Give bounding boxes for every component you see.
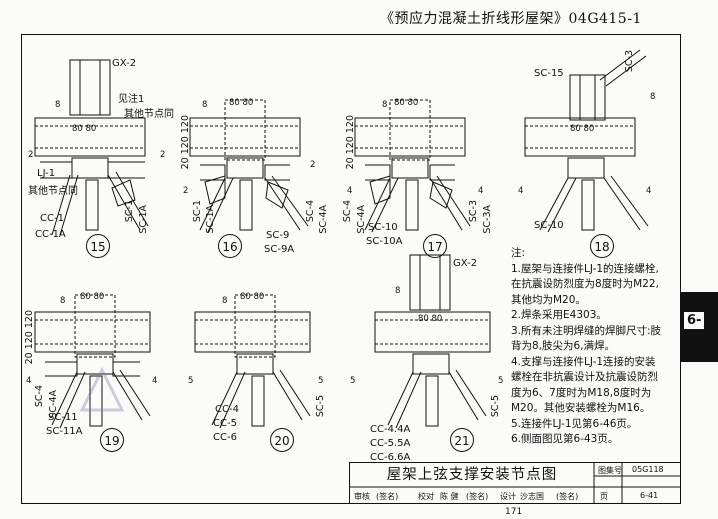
detail-15-number: 15	[86, 234, 110, 258]
note-line: 1.屋架与连接件LJ-1的连接螺栓,	[511, 262, 659, 275]
d16-label-sc9a: SC-9A	[264, 244, 295, 255]
note-line: 2.焊条采用E4303。	[511, 309, 607, 321]
d21-label-cc6: CC-6.6A	[370, 452, 411, 463]
detail-16-drawing	[189, 99, 309, 233]
d15-label-cc1: CC-1	[40, 213, 64, 224]
detail-16-number: 16	[218, 234, 242, 258]
drawing-title: 屋架上弦支撑安装节点图	[386, 467, 558, 483]
note-line: 背为8,肢尖为6,满焊。	[511, 340, 616, 352]
d21-label-gx2: GX-2	[453, 258, 478, 269]
note-line: 5.连接件LJ-1见第6-46页。	[511, 417, 638, 430]
d21-label-80-80: 80 80	[418, 314, 443, 324]
d17-label-sc10: SC-10	[368, 222, 398, 233]
note-line: M20。其他安装螺栓为M16。	[511, 402, 651, 414]
detail-15-drawing	[34, 59, 149, 236]
d19-label-4a: 4	[26, 376, 32, 386]
note-line: 螺栓在非抗震设计及抗震设防烈	[511, 371, 658, 383]
review-label: 审核	[354, 492, 370, 501]
check-label: 校对	[418, 492, 434, 501]
atlas-number-value: 05G118	[632, 465, 664, 474]
atlas-number-label: 图集号	[598, 466, 622, 475]
d17-label-sc10a: SC-10A	[366, 236, 403, 247]
note-line: 4.支撑与连接件LJ-1连接的安装	[511, 355, 656, 368]
d19-label-80-80: 80 80	[80, 292, 105, 302]
detail-20-drawing	[194, 294, 311, 429]
d15-label-other-node: 其他节点同	[124, 109, 174, 120]
notes-heading: 注:	[511, 247, 526, 259]
d20-label-cc6: CC-6	[213, 432, 237, 443]
reviewer-signature: (签名)	[376, 492, 399, 501]
d15-label-2a: 2	[28, 150, 34, 160]
note-line: 在抗震设防烈度为8度时为M22,	[511, 278, 659, 290]
detail-18-drawing	[524, 49, 649, 233]
d15-label-2b: 2	[160, 150, 166, 160]
d20-label-80-80: 80 80	[240, 292, 265, 302]
d15-label-cc1a: CC-1A	[35, 229, 66, 240]
drawing-frame	[21, 34, 681, 504]
d18-label-8: 8	[650, 92, 656, 102]
checker-signature: (签名)	[466, 492, 489, 501]
d21-label-5a: 5	[350, 376, 356, 386]
note-line: 其他均为M20。	[511, 293, 586, 306]
note-line: 3.所有未注明焊缝的焊脚尺寸:肢	[511, 324, 662, 337]
d17-label-4a: 4	[347, 186, 353, 196]
d15-label-gx2: GX-2	[112, 58, 137, 69]
d20-label-cc4: CC-4	[215, 404, 239, 415]
d19-label-sc11: SC-11	[48, 412, 78, 423]
designer-name: 沙志国	[520, 492, 544, 501]
atlas-header-title: 《预应力混凝土折线形屋架》04G415-1	[380, 11, 642, 27]
d16-label-2a: 2	[183, 186, 189, 196]
page-number: 171	[505, 507, 523, 517]
note-line: 度为6、7度时为M18,8度时为	[511, 386, 652, 399]
d18-label-4a: 4	[518, 186, 524, 196]
d15-label-note1: 见注1	[118, 94, 145, 105]
d20-label-5a: 5	[188, 376, 194, 386]
detail-19-number: 19	[100, 428, 124, 452]
d15-label-80-80: 80 80	[72, 124, 97, 134]
designer-signature: (签名)	[556, 492, 579, 501]
d16-label-sc9: SC-9	[266, 230, 290, 241]
d17-label-4b: 4	[478, 186, 484, 196]
d15-label-8: 8	[55, 100, 61, 110]
checker-name: 陈 健	[440, 492, 459, 501]
detail-19-drawing	[34, 294, 151, 429]
d21-label-8: 8	[395, 286, 401, 296]
d17-label-80-80: 80 80	[394, 98, 419, 108]
detail-18-number: 18	[590, 234, 614, 258]
d18-label-4b: 4	[646, 186, 652, 196]
page-value: 6-41	[640, 491, 659, 500]
d18-label-80-80: 80 80	[570, 124, 595, 134]
d16-label-80-80: 80 80	[229, 98, 254, 108]
d16-label-8: 8	[202, 100, 208, 110]
detail-17-drawing	[354, 99, 471, 233]
d21-label-cc5: CC-5.5A	[370, 438, 411, 449]
notes-block: 注: 1.屋架与连接件LJ-1的连接螺栓, 在抗震设防烈度为8度时为M22, 其…	[511, 246, 679, 448]
d20-label-8: 8	[222, 296, 228, 306]
d21-label-5b: 5	[498, 376, 504, 386]
detail-20-number: 20	[270, 428, 294, 452]
d20-label-cc5: CC-5	[213, 418, 237, 429]
chapter-side-tab-label: 6-	[684, 312, 705, 329]
d17-label-8: 8	[382, 100, 388, 110]
d20-label-5b: 5	[318, 376, 324, 386]
detail-21-number: 21	[450, 428, 474, 452]
d18-label-sc10: SC-10	[534, 220, 564, 231]
d21-label-cc4: CC-4.4A	[370, 424, 411, 435]
d15-label-lj1: LJ-1	[37, 168, 56, 179]
page-label: 页	[600, 492, 608, 501]
d19-label-4b: 4	[152, 376, 158, 386]
detail-17-number: 17	[423, 234, 447, 258]
title-block	[349, 462, 680, 503]
design-label: 设计	[500, 492, 516, 501]
detail-21-drawing	[374, 254, 491, 429]
d19-label-sc11a: SC-11A	[46, 426, 83, 437]
d15-label-other-node-2: 其他节点同	[28, 186, 78, 197]
note-line: 6.侧面图见第6-43页。	[511, 433, 619, 445]
d18-label-sc15: SC-15	[534, 68, 564, 79]
d19-label-8: 8	[60, 296, 66, 306]
d16-label-2b: 2	[310, 160, 316, 170]
